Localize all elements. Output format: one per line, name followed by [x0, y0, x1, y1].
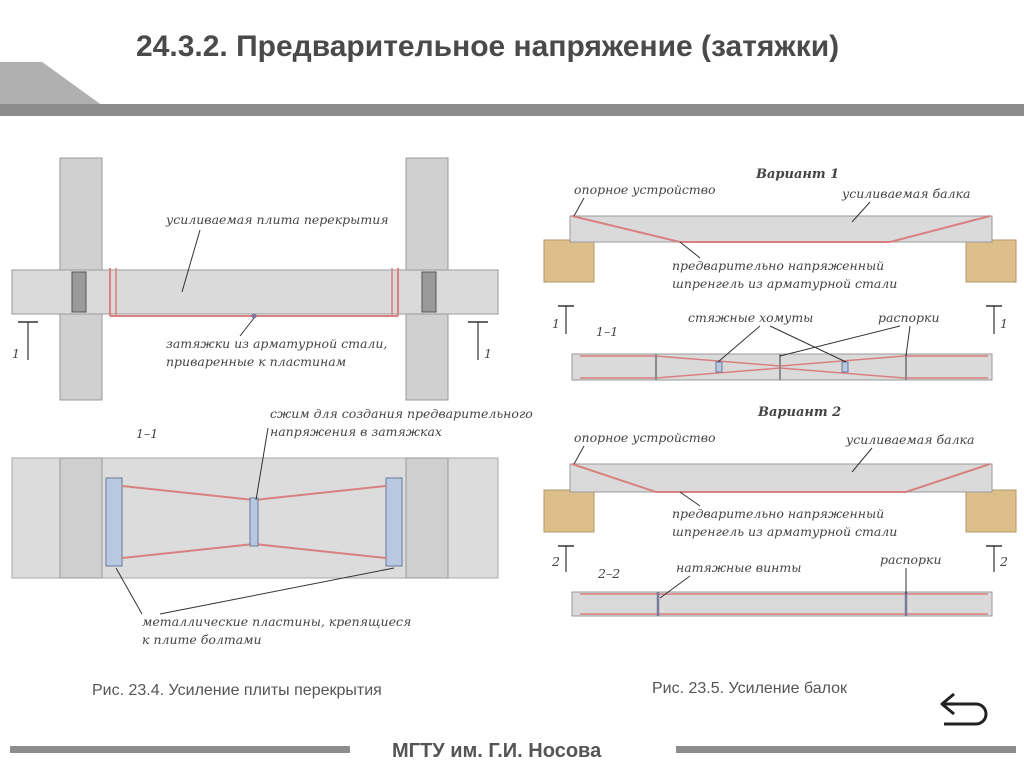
slab: [11, 269, 499, 315]
label-ties-1: затяжки из арматурной стали,: [166, 336, 387, 351]
svg-text:2–2: 2–2: [597, 566, 620, 581]
svg-text:усиливаемая балка: усиливаемая балка: [841, 186, 970, 201]
svg-text:натяжные винты: натяжные винты: [676, 560, 801, 575]
footer-text: МГТУ им. Г.И. Носова: [392, 740, 602, 762]
return-arrow-icon[interactable]: [936, 688, 992, 728]
variant2-title: Вариант 2: [757, 405, 841, 420]
v1-plan-beam: [571, 353, 993, 381]
caption-right: Рис. 23.5. Усиление балок: [652, 680, 848, 697]
svg-text:усиливаемая балка: усиливаемая балка: [845, 432, 974, 447]
svg-text:1–1: 1–1: [596, 324, 618, 339]
svg-text:1: 1: [552, 316, 560, 331]
header-bar: [0, 62, 1024, 116]
caption-left: Рис. 23.4. Усиление плиты перекрытия: [92, 682, 382, 699]
section-mark-right: 1: [484, 346, 492, 361]
left-plan: 1–1 сжим для создания предварительного н…: [11, 406, 533, 647]
section-mark-left: 1: [12, 346, 20, 361]
svg-text:шпренгель из арматурной стали: шпренгель из арматурной стали: [672, 276, 897, 291]
svg-text:предварительно напряженный: предварительно напряженный: [672, 258, 884, 273]
svg-text:опорное устройство: опорное устройство: [574, 182, 716, 197]
label-clamp-2: напряжения в затяжках: [270, 424, 442, 439]
clamp: [249, 497, 259, 547]
metal-plate-left: [105, 477, 123, 567]
svg-text:распорки: распорки: [878, 310, 940, 325]
svg-text:2: 2: [551, 554, 560, 569]
svg-text:2: 2: [999, 554, 1008, 569]
svg-text:стяжные хомуты: стяжные хомуты: [688, 310, 813, 325]
right-plate-steel: [421, 271, 437, 313]
svg-text:1: 1: [1000, 316, 1008, 331]
slide-title: 24.3.2. Предварительное напряжение (затя…: [136, 30, 840, 63]
label-clamp-1: сжим для создания предварительного: [270, 406, 533, 421]
svg-text:распорки: распорки: [880, 552, 942, 567]
label-slab: усиливаемая плита перекрытия: [165, 212, 389, 227]
left-plate-steel: [71, 271, 87, 313]
section-title-left: 1–1: [136, 426, 158, 441]
label-ties-2: приваренные к пластинам: [166, 354, 346, 369]
v1-support-right: [965, 239, 1017, 283]
footer-bar: [10, 746, 1016, 753]
variant2: Вариант 2 опорное устройство усиливаемая…: [543, 405, 1017, 617]
metal-plate-right: [385, 477, 403, 567]
label-plates-2: к плите болтами: [142, 632, 262, 647]
v2-beam: [569, 463, 993, 493]
diagram: 1 1 усиливаемая плита перекрытия затяжки…: [11, 157, 1017, 647]
v1-support-left: [543, 239, 595, 283]
svg-text:предварительно напряженный: предварительно напряженный: [672, 506, 884, 521]
variant1: Вариант 1 опорное устройство усиливаемая…: [543, 167, 1017, 381]
variant1-title: Вариант 1: [755, 167, 839, 182]
v2-truss: [571, 463, 991, 493]
left-elevation: 1 1 усиливаемая плита перекрытия затяжки…: [11, 157, 499, 401]
v1-truss: [571, 215, 991, 243]
svg-text:опорное устройство: опорное устройство: [574, 430, 716, 445]
svg-text:шпренгель из арматурной стали: шпренгель из арматурной стали: [672, 524, 897, 539]
v2-plan-beam: [571, 591, 993, 617]
v1-beam: [569, 215, 993, 243]
v2-support-left: [543, 489, 595, 533]
label-plates-1: металлические пластины, крепящиеся: [142, 614, 411, 629]
v2-support-right: [965, 489, 1017, 533]
